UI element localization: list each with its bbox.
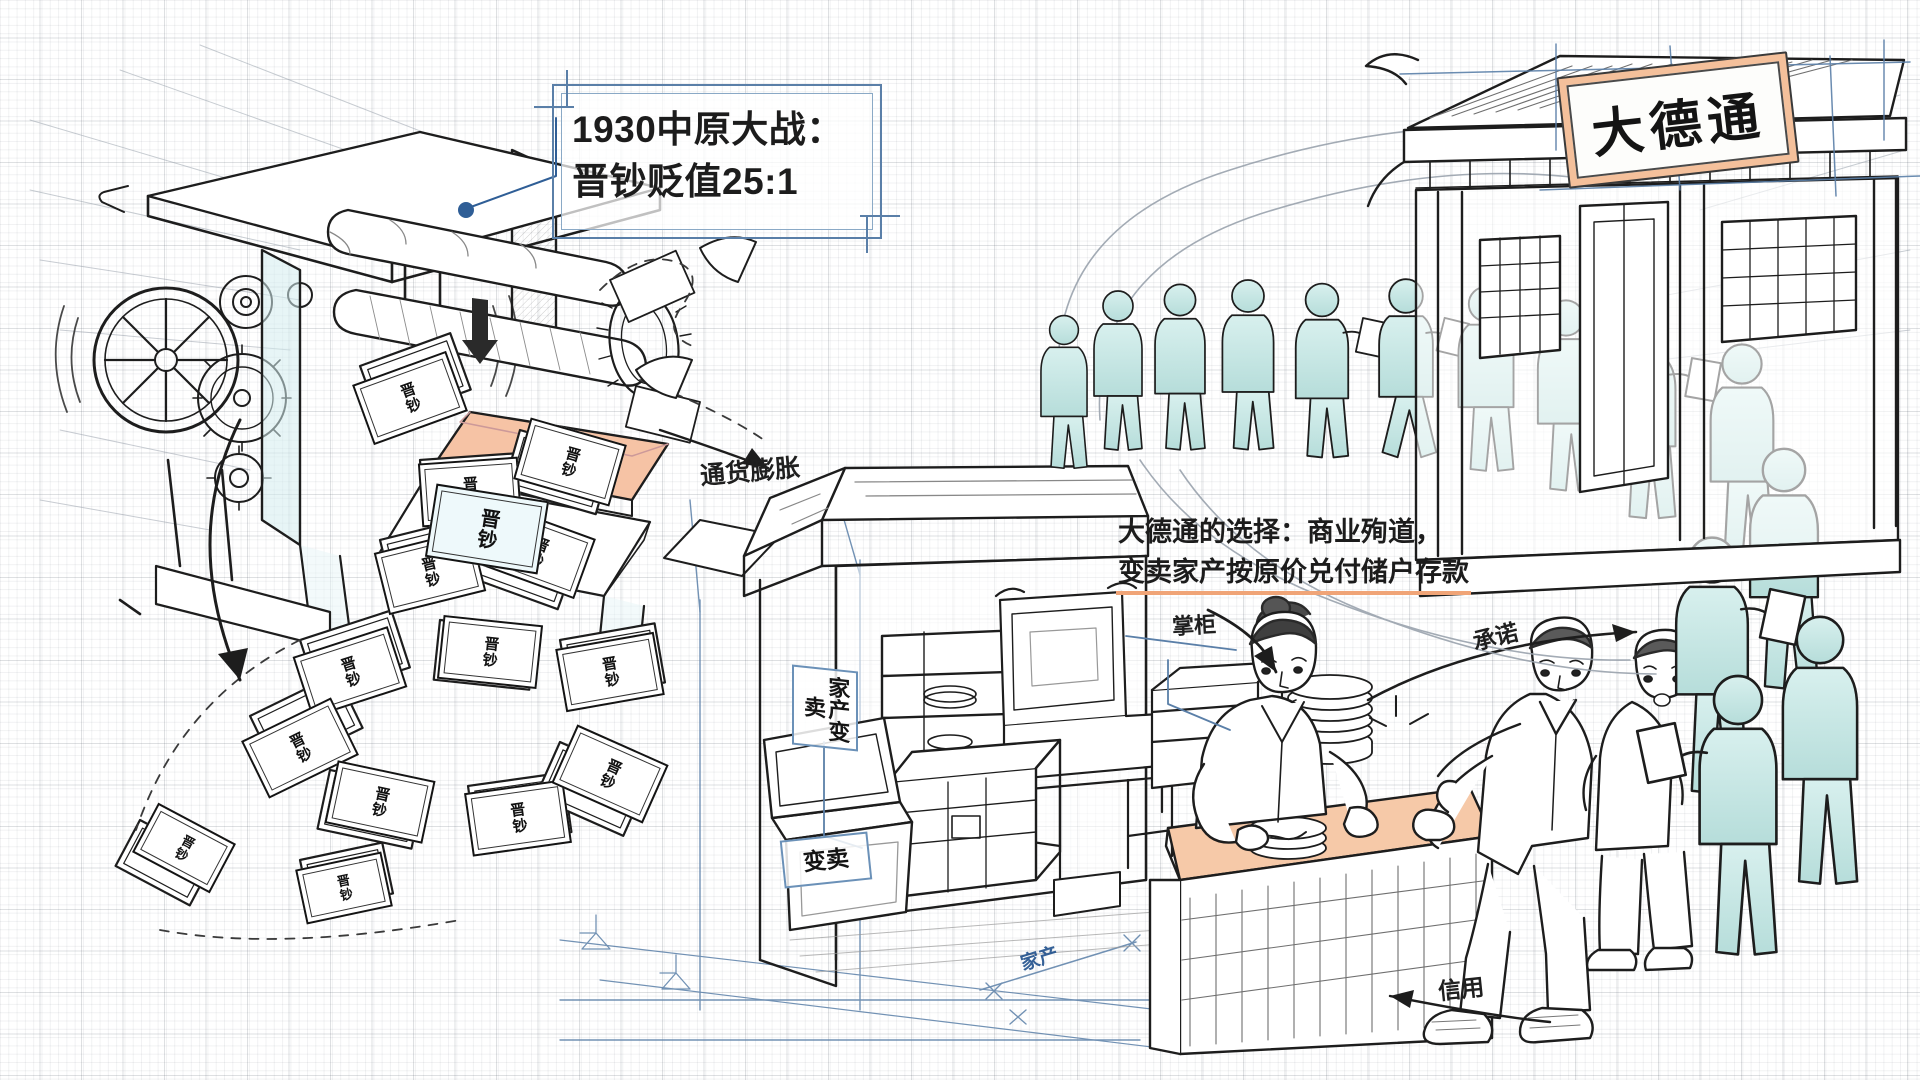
banknote: 晋钞 [436,614,544,690]
main-annotation-underline [1116,591,1471,595]
main-annotation-line-2-wrap: 变卖家产按原价兑付储户存款 [1116,552,1588,595]
banknote-text: 晋钞 [285,729,315,767]
banknote-text: 晋钞 [170,832,198,864]
main-annotation-line-2: 变卖家产按原价兑付储户存款 [1118,557,1469,587]
callout-1930: 1930中原大战： 晋钞贬值25:1 [534,70,900,253]
banknote-text: 晋钞 [598,654,622,690]
banknote-inner: 晋钞 [562,638,658,706]
label-family-assets: 家产变卖 [801,675,851,744]
callout-text: 1930中原大战： 晋钞贬值25:1 [568,106,868,206]
banknote-text: 晋钞 [507,800,529,836]
label-sell-off: 变卖 [801,844,851,876]
callout-frame-outer [552,84,882,239]
banknote-inner: 晋钞 [443,621,537,683]
label-box-sell-off: 变卖 [779,831,873,889]
main-annotation-line-1: 大德通的选择：商业殉道， [1118,517,1442,547]
banknote-inner: 晋钞 [470,786,566,850]
callout-line-1: 1930中原大战： [572,109,844,150]
callout-corner-tick-tl [534,106,574,108]
callout-line-2-wrap: 晋钞贬值25:1 [568,158,805,206]
banknote-text: 晋钞 [557,444,583,480]
banknote-text: 晋钞 [336,654,364,690]
callout-corner-tick-tl2 [566,70,568,106]
banknote-text: 晋钞 [368,784,392,820]
banknote-text: 晋钞 [479,635,501,669]
banknote-text: 晋钞 [417,554,443,590]
callout-corner-tick-br2 [866,217,868,253]
banknote-text: 晋钞 [595,755,625,793]
main-annotation-underline-wrap: 变卖家产按原价兑付储户存款 [1116,552,1471,595]
banknote-text: 晋钞 [333,872,355,904]
label-credit: 信用 [1436,973,1486,1005]
label-box-family-assets: 家产变卖 [792,664,858,752]
label-shopkeeper: 掌柜 [1171,611,1217,640]
callout-corner-tick-br [860,215,900,217]
banknote-inner: 晋钞 [331,767,429,837]
banknote-inner: 晋钞 [302,858,386,918]
banknote-on-press-text: 晋钞 [472,506,501,552]
callout-frame-inner [561,93,873,230]
callout-line-2: 晋钞贬值25:1 [572,161,799,202]
sign-text: 大德通 [1588,87,1769,165]
banknote-on-press-inner: 晋钞 [431,490,543,568]
banknote-text: 晋钞 [396,380,424,416]
main-annotation: 大德通的选择：商业殉道， 变卖家产按原价兑付储户存款 [1116,512,1588,595]
